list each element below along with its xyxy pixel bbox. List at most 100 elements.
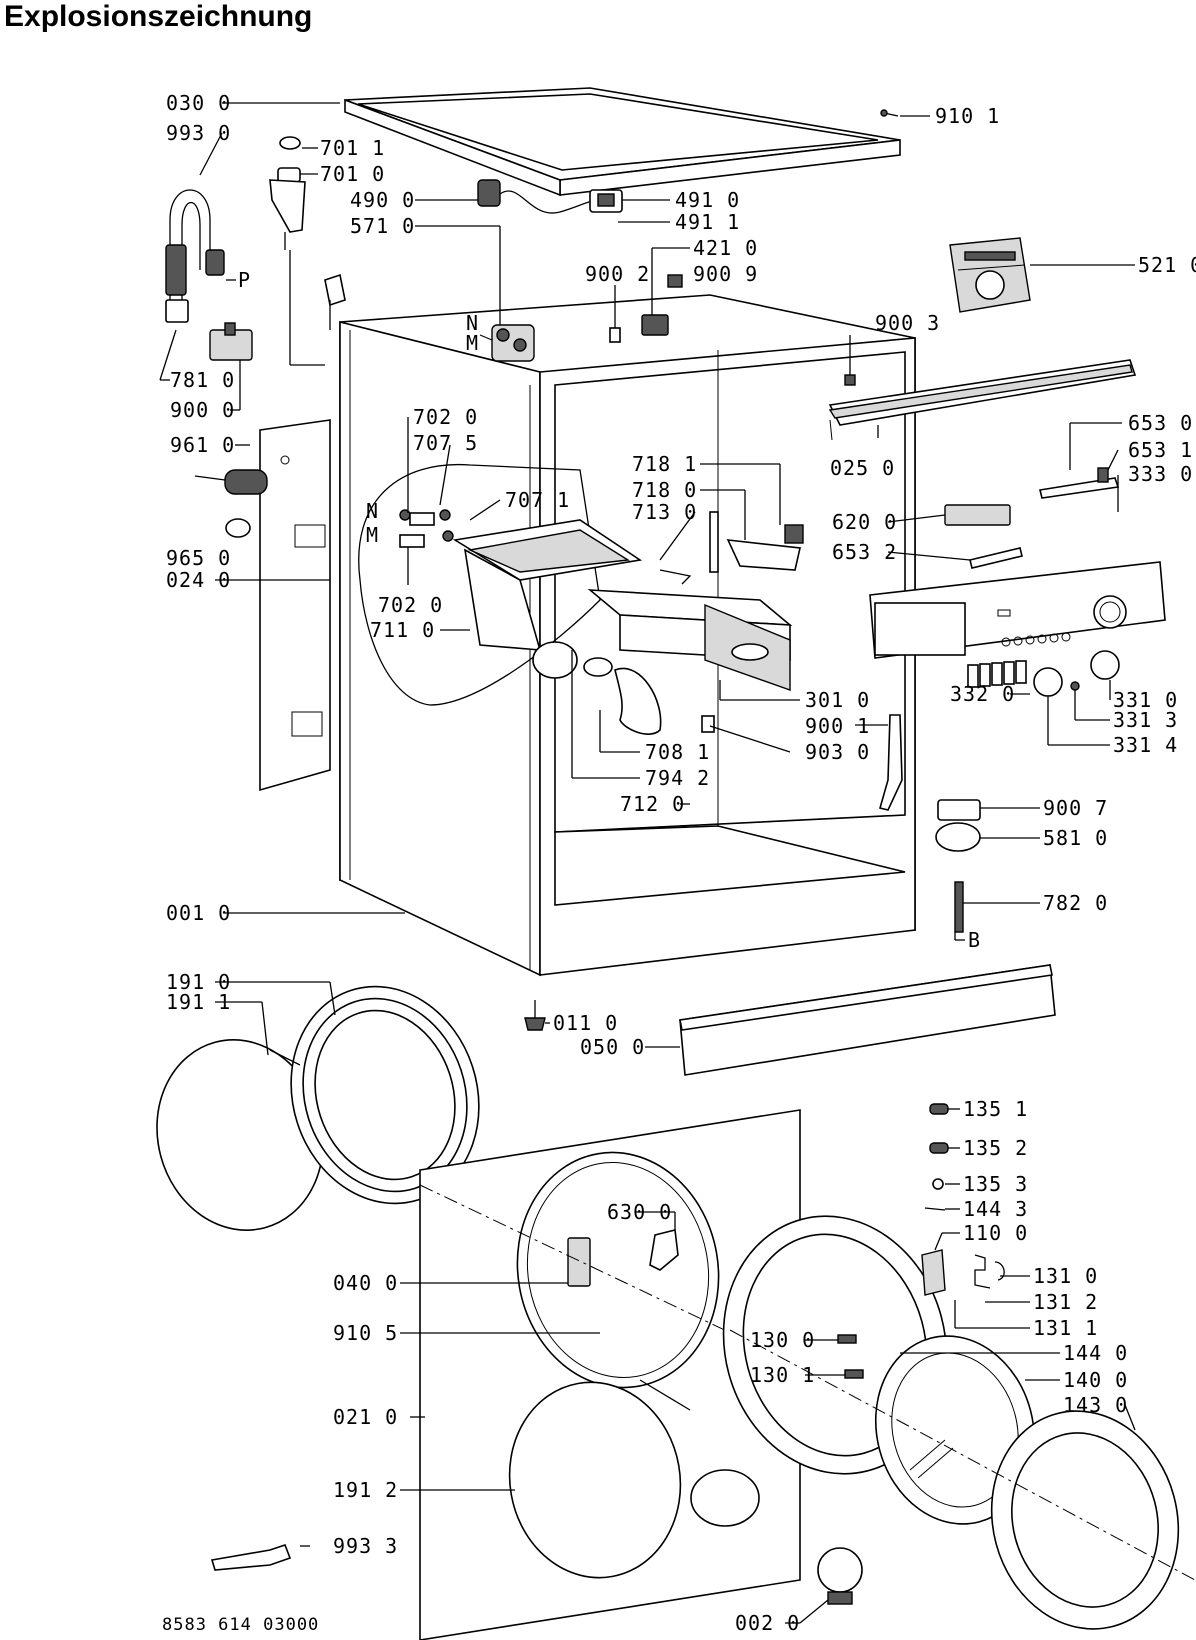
control-panel-fascia — [869, 561, 1166, 659]
selector-knobs — [967, 650, 1120, 697]
label-702-0-a: 702 0 — [413, 405, 478, 429]
control-bracket — [949, 237, 1031, 313]
label-718-0: 718 0 — [632, 478, 697, 502]
screw-900-3 — [844, 374, 856, 386]
wrench-tool — [210, 1543, 292, 1571]
label-993-0: 993 0 — [166, 121, 231, 145]
label-903-0: 903 0 — [805, 740, 870, 764]
label-025-0: 025 0 — [830, 456, 895, 480]
label-191-2: 191 2 — [333, 1478, 398, 1502]
label-713-0: 713 0 — [632, 500, 697, 524]
clip-903 — [701, 715, 715, 733]
door-hinge-screws — [924, 1103, 949, 1211]
label-002-0: 002 0 — [735, 1611, 800, 1635]
label-030-0: 030 0 — [166, 91, 231, 115]
label-490-0: 490 0 — [350, 188, 415, 212]
label-b: B — [968, 928, 981, 952]
label-131-0: 131 0 — [1033, 1264, 1098, 1288]
label-900-1: 900 1 — [805, 714, 870, 738]
pressure-switch — [935, 799, 981, 852]
label-p: P — [238, 268, 251, 292]
label-143-0: 143 0 — [1063, 1393, 1128, 1417]
document-number: 8583 614 03000 — [162, 1615, 319, 1635]
label-131-2: 131 2 — [1033, 1290, 1098, 1314]
label-965-0: 965 0 — [166, 546, 231, 570]
hose-clip — [324, 273, 346, 330]
label-m-2: M — [466, 331, 479, 355]
label-331-4: 331 4 — [1113, 733, 1178, 757]
leader-lines — [159, 102, 1136, 1624]
label-900-2: 900 2 — [585, 262, 650, 286]
label-131-1: 131 1 — [1033, 1316, 1098, 1340]
side-lever — [879, 714, 903, 811]
label-712-0: 712 0 — [620, 792, 685, 816]
screw-910-1 — [880, 109, 899, 117]
label-110-0: 110 0 — [963, 1221, 1028, 1245]
label-702-0-b: 702 0 — [378, 593, 443, 617]
detergent-drawer — [587, 589, 793, 691]
foot-screw — [524, 1000, 546, 1031]
door-glass — [874, 1335, 1036, 1525]
label-491-1: 491 1 — [675, 210, 740, 234]
bracket-713 — [659, 511, 719, 585]
label-653-0: 653 0 — [1128, 411, 1193, 435]
label-n-2: N — [466, 311, 479, 335]
page-title: Explosionszeichnung — [4, 0, 313, 33]
label-711-0: 711 0 — [370, 618, 435, 642]
label-024-0: 024 0 — [166, 568, 231, 592]
label-620-0: 620 0 — [832, 510, 897, 534]
label-910-1: 910 1 — [935, 104, 1000, 128]
label-718-1: 718 1 — [632, 452, 697, 476]
label-993-3: 993 3 — [333, 1534, 398, 1558]
label-135-1: 135 1 — [963, 1097, 1028, 1121]
label-900-3: 900 3 — [875, 311, 940, 335]
label-701-1: 701 1 — [320, 136, 385, 160]
label-782-0: 782 0 — [1043, 891, 1108, 915]
label-491-0: 491 0 — [675, 188, 740, 212]
inlet-valve — [479, 324, 535, 362]
pcb-620 — [944, 467, 1120, 569]
label-011-0: 011 0 — [553, 1011, 618, 1035]
damper-961 — [194, 469, 268, 495]
kickplate — [679, 964, 1056, 1076]
door-outer-ring — [729, 1329, 1196, 1630]
label-333-0: 333 0 — [1128, 462, 1193, 486]
label-653-2: 653 2 — [832, 540, 897, 564]
vent-siphon — [269, 136, 306, 250]
label-331-3: 331 3 — [1113, 708, 1178, 732]
connector-421 — [609, 274, 683, 343]
part-labels: 030 0 993 0 701 1 701 0 490 0 571 0 491 … — [162, 91, 1196, 1635]
label-191-1: 191 1 — [166, 990, 231, 1014]
label-910-5: 910 5 — [333, 1321, 398, 1345]
label-900-0: 900 0 — [170, 398, 235, 422]
mains-cable — [477, 179, 623, 214]
label-521-0: 521 0 — [1138, 253, 1196, 277]
label-140-0: 140 0 — [1063, 1368, 1128, 1392]
label-135-3: 135 3 — [963, 1172, 1028, 1196]
label-191-0: 191 0 — [166, 970, 231, 994]
label-332-0: 332 0 — [950, 682, 1015, 706]
drain-cap — [817, 1547, 863, 1605]
label-331-0: 331 0 — [1113, 688, 1178, 712]
label-571-0: 571 0 — [350, 214, 415, 238]
label-144-3: 144 3 — [963, 1197, 1028, 1221]
rod-782 — [954, 881, 964, 933]
label-001-0: 001 0 — [166, 901, 231, 925]
door-seal — [156, 985, 480, 1231]
detergent-housing — [358, 463, 643, 706]
label-301-0: 301 0 — [805, 688, 870, 712]
rear-panel — [259, 419, 331, 792]
label-021-0: 021 0 — [333, 1405, 398, 1429]
label-630-0: 630 0 — [607, 1200, 672, 1224]
label-130-1: 130 1 — [750, 1363, 815, 1387]
door-handle — [921, 1249, 1005, 1296]
label-130-0: 130 0 — [750, 1328, 815, 1352]
label-961-0: 961 0 — [170, 433, 235, 457]
label-781-0: 781 0 — [170, 368, 235, 392]
drum-seal-191-2 — [508, 1379, 691, 1579]
label-040-0: 040 0 — [333, 1271, 398, 1295]
label-135-2: 135 2 — [963, 1136, 1028, 1160]
dispenser-clip — [726, 524, 804, 571]
label-m-1: M — [366, 523, 379, 547]
label-581-0: 581 0 — [1043, 826, 1108, 850]
